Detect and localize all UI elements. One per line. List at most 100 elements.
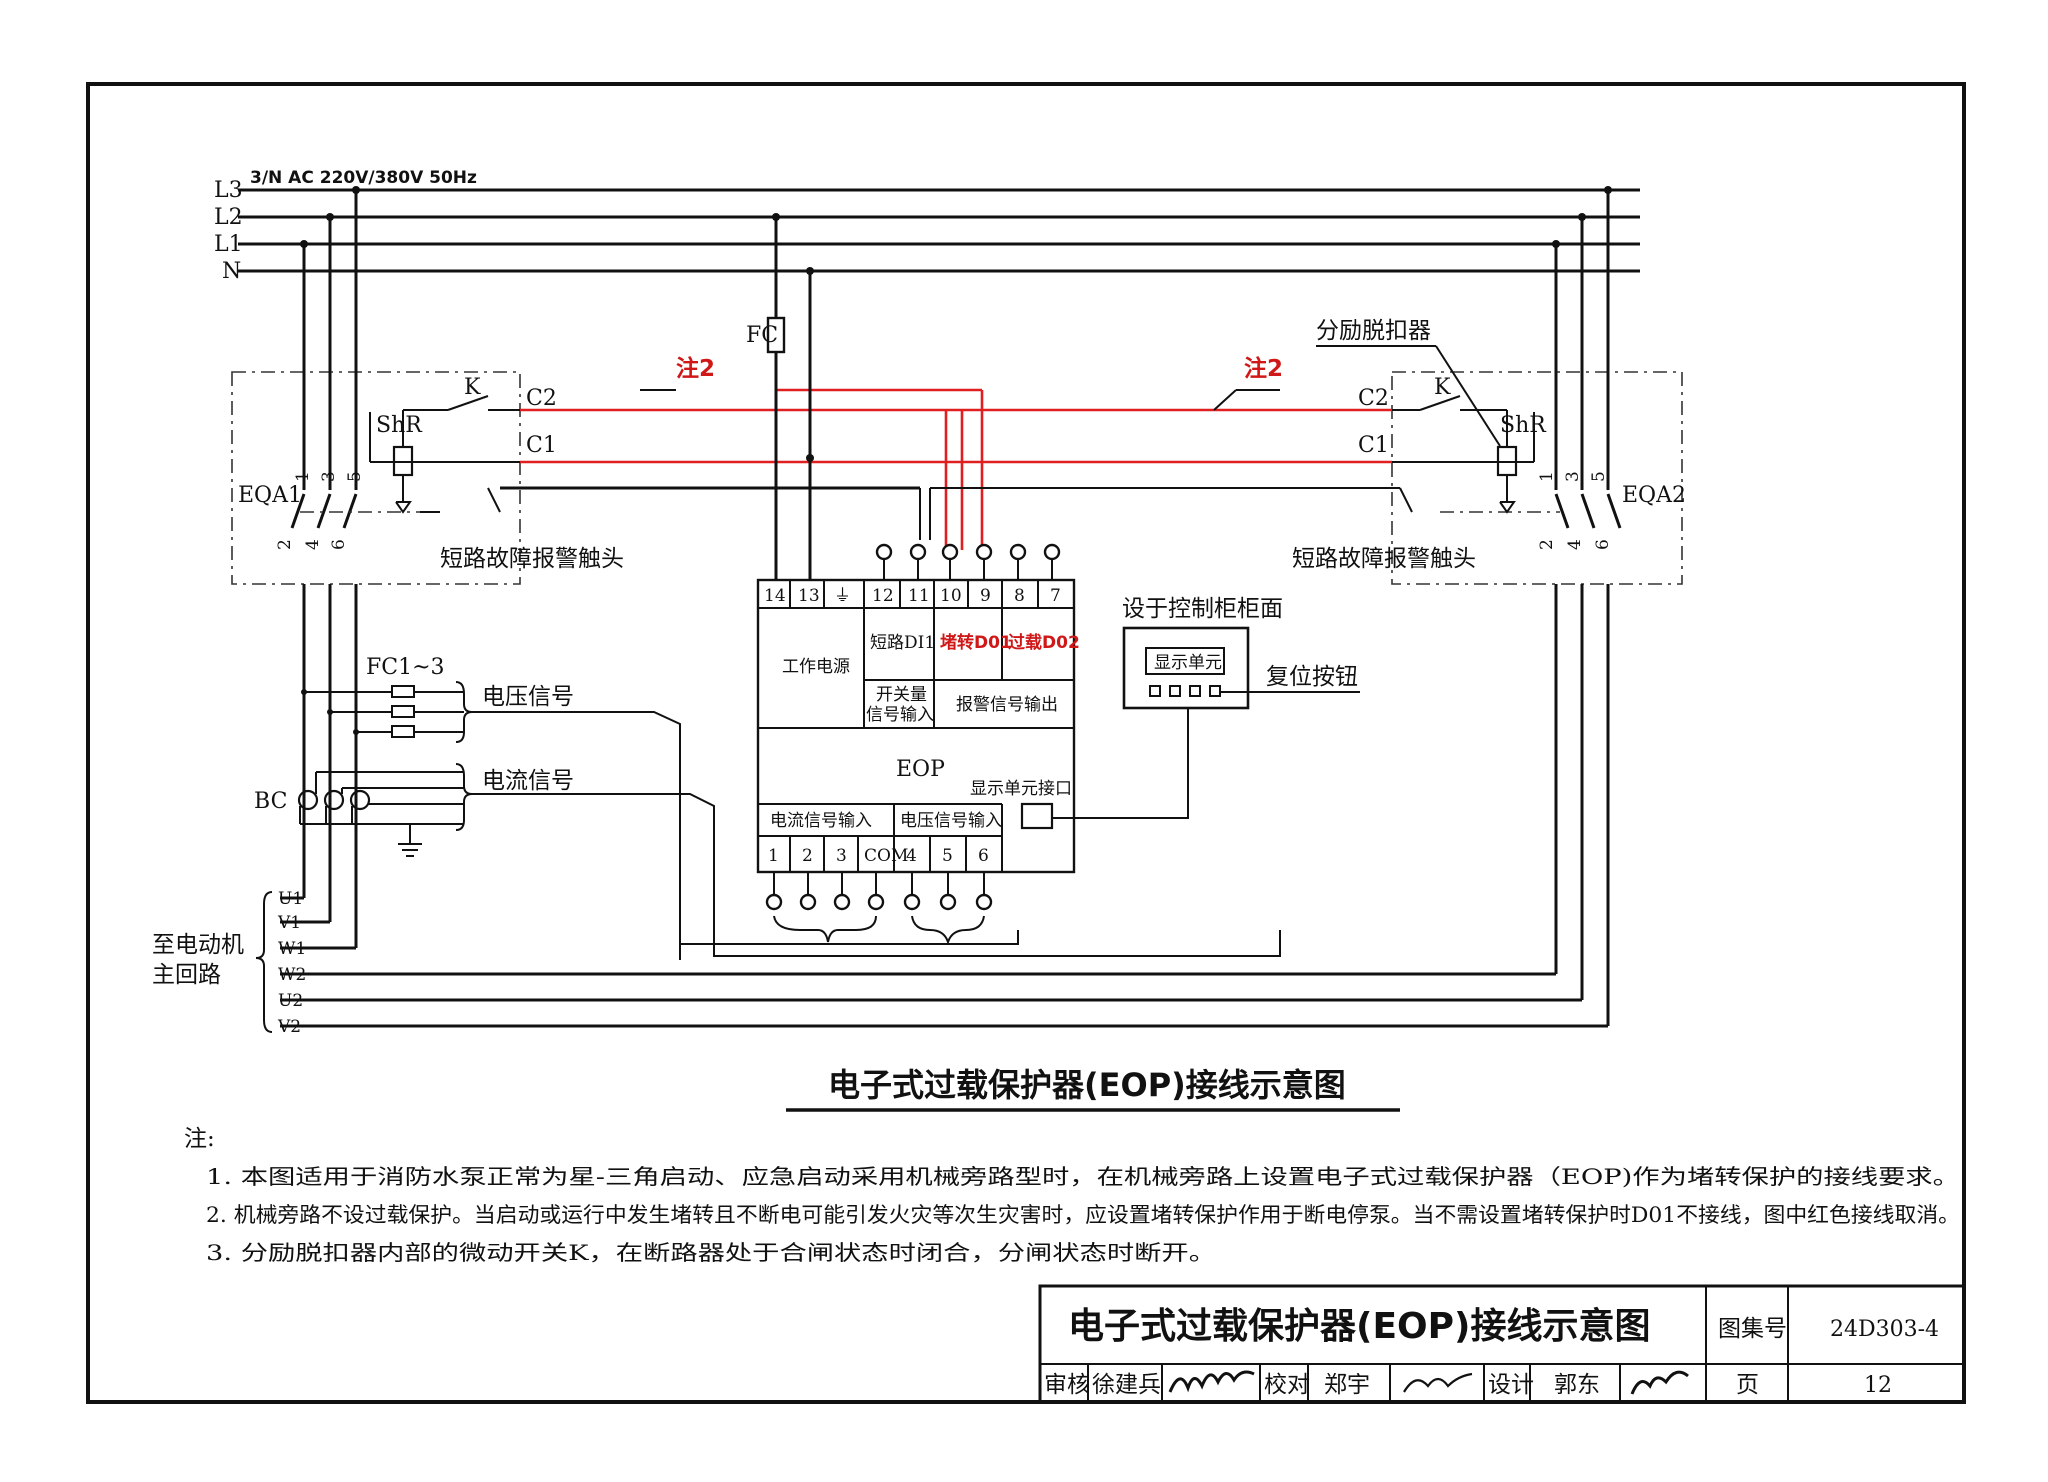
motor-line: V2 <box>277 1017 301 1037</box>
pole-2: 2 <box>1537 539 1557 550</box>
display-port-label: 显示单元接口 <box>970 779 1072 799</box>
sheet-border <box>86 82 1966 1404</box>
ct-label: BC <box>254 789 287 814</box>
motor-label-2: 主回路 <box>152 962 221 988</box>
top-terminal: 10 <box>940 586 962 606</box>
alarm-contact-label: 短路故障报警触头 <box>440 546 624 572</box>
panel-key[interactable] <box>1149 685 1161 697</box>
work-power-label: 工作电源 <box>782 657 850 677</box>
design-label: 设计 <box>1488 1372 1534 1398</box>
fuse-label: FC <box>746 323 778 348</box>
sensing-circuit: FC1~3 电压信号 BC 电流信号 <box>254 655 1281 960</box>
bottom-terminal: 5 <box>942 846 953 866</box>
page-label: 页 <box>1736 1372 1759 1398</box>
voltage-input-label: 电压信号输入 <box>900 811 1002 831</box>
ground-terminal: ⏚ <box>834 586 851 606</box>
pole-3: 3 <box>1563 471 1583 482</box>
bus-label-l1: L1 <box>214 232 243 257</box>
motor-circuit: 至电动机 主回路 U1 V1 W1 W2 U2 V2 <box>152 584 1610 1037</box>
pole-3: 3 <box>319 471 339 482</box>
check-label: 校对 <box>1264 1372 1310 1398</box>
alarm-contact-label: 短路故障报警触头 <box>1292 546 1476 572</box>
pole-1: 1 <box>293 471 313 482</box>
motor-line: U2 <box>278 991 303 1011</box>
notes: 注: 1. 本图适用于消防水泵正常为星-三角启动、应急启动采用机械旁路型时，在机… <box>184 1126 1960 1265</box>
bottom-terminal: 2 <box>802 846 813 866</box>
reset-button-label: 复位按钮 <box>1266 664 1358 690</box>
short-di1-label: 短路DI1 <box>870 633 935 653</box>
switch-input-label: 开关量 <box>876 685 927 705</box>
shunt-coil-label: ShR <box>376 413 423 438</box>
review-label: 审核 <box>1044 1372 1090 1398</box>
overload-do2-label: 过载D02 <box>1008 632 1080 653</box>
pole-6: 6 <box>1593 539 1613 550</box>
breaker-id: EQA1 <box>238 483 302 508</box>
designer-signature <box>1630 1370 1689 1395</box>
page-number: 12 <box>1864 1373 1892 1398</box>
shunt-release-label: 分励脱扣器 <box>1316 318 1431 344</box>
top-terminal: 14 <box>764 586 786 606</box>
stall-do1-label: 堵转D01 <box>940 632 1012 653</box>
bottom-terminal: 4 <box>906 846 917 866</box>
motor-line: V1 <box>277 913 301 933</box>
reviewer-name: 徐建兵 <box>1092 1372 1161 1398</box>
note-item: 3. 分励脱扣器内部的微动开关K，在断路器处于合闸状态时闭合，分闸状态时断开。 <box>206 1241 1216 1265</box>
pole-6: 6 <box>329 539 349 550</box>
switch-input-label-2: 信号输入 <box>866 705 934 725</box>
pole-1: 1 <box>1537 471 1557 482</box>
note-item: 1. 本图适用于消防水泵正常为星-三角启动、应急启动采用机械旁路型时，在机械旁路… <box>206 1165 1960 1189</box>
note-marker: 注2 <box>1244 355 1283 382</box>
alarm-wiring <box>500 486 1400 540</box>
motor-line: W2 <box>278 965 306 985</box>
pole-5: 5 <box>1589 471 1609 482</box>
pole-2: 2 <box>275 539 295 550</box>
diagram-title-text: 电子式过载保护器(EOP)接线示意图 <box>828 1066 1346 1104</box>
panel-key[interactable] <box>1169 685 1181 697</box>
pole-4: 4 <box>303 539 323 550</box>
control-panel: 设于控制柜柜面 显示单元 复位按钮 <box>1052 596 1360 819</box>
title-block: 电子式过载保护器(EOP)接线示意图 图集号 24D303-4 审核 徐建兵 校… <box>1038 1284 1966 1404</box>
contact-k: K <box>464 375 481 400</box>
top-terminal: 7 <box>1050 586 1061 606</box>
motor-label-1: 至电动机 <box>152 932 244 958</box>
bottom-terminal: 3 <box>836 846 847 866</box>
alarm-output-label: 报警信号输出 <box>956 695 1058 715</box>
current-input-label: 电流信号输入 <box>770 811 872 831</box>
note-marker: 注2 <box>676 355 715 382</box>
red-wiring: 注2 注2 <box>520 355 1392 550</box>
motor-line: U1 <box>278 889 303 909</box>
bottom-terminal: COM <box>864 846 908 866</box>
pole-4: 4 <box>1565 539 1585 550</box>
display-unit-label: 显示单元 <box>1154 653 1222 673</box>
supply-spec: 3/N AC 220V/380V 50Hz <box>250 168 477 188</box>
voltage-signal-label: 电压信号 <box>482 684 574 710</box>
supply-bus: L3 L2 L1 N 3/N AC 220V/380V 50Hz <box>214 168 1640 284</box>
bus-label-n: N <box>222 259 241 284</box>
current-signal-label: 电流信号 <box>482 768 574 794</box>
top-terminal: 8 <box>1014 586 1025 606</box>
designer-name: 郭东 <box>1554 1372 1600 1398</box>
top-terminal: 11 <box>908 586 930 606</box>
eop-top-terminal-posts <box>875 543 1061 580</box>
breaker-id: EQA2 <box>1622 483 1686 508</box>
notes-heading: 注: <box>184 1126 215 1152</box>
reviewer-signature <box>1168 1370 1255 1393</box>
panel-key[interactable] <box>1189 685 1201 697</box>
note-item: 2. 机械旁路不设过载保护。当启动或运行中发生堵转且不断电可能引发火灾等次生灾害… <box>206 1203 1960 1227</box>
top-terminal: 12 <box>872 586 894 606</box>
checker-signature <box>1403 1372 1473 1393</box>
panel-title: 设于控制柜柜面 <box>1122 596 1283 622</box>
fc1-3-label: FC1~3 <box>366 655 445 680</box>
atlas-number: 24D303-4 <box>1830 1317 1939 1342</box>
left-breaker: 1 3 5 2 4 6 EQA1 ShR K C2 C1 短路故障报警触头 <box>231 186 624 585</box>
atlas-label: 图集号 <box>1718 1316 1787 1342</box>
bus-label-l2: L2 <box>214 205 243 230</box>
c2-label: C2 <box>1358 386 1389 411</box>
bottom-terminal: 1 <box>768 846 779 866</box>
c1-label: C1 <box>1358 433 1389 458</box>
display-port <box>1020 802 1054 830</box>
title-block-title: 电子式过载保护器(EOP)接线示意图 <box>1068 1306 1651 1347</box>
motor-line: W1 <box>278 939 306 959</box>
c2-label: C2 <box>526 386 557 411</box>
